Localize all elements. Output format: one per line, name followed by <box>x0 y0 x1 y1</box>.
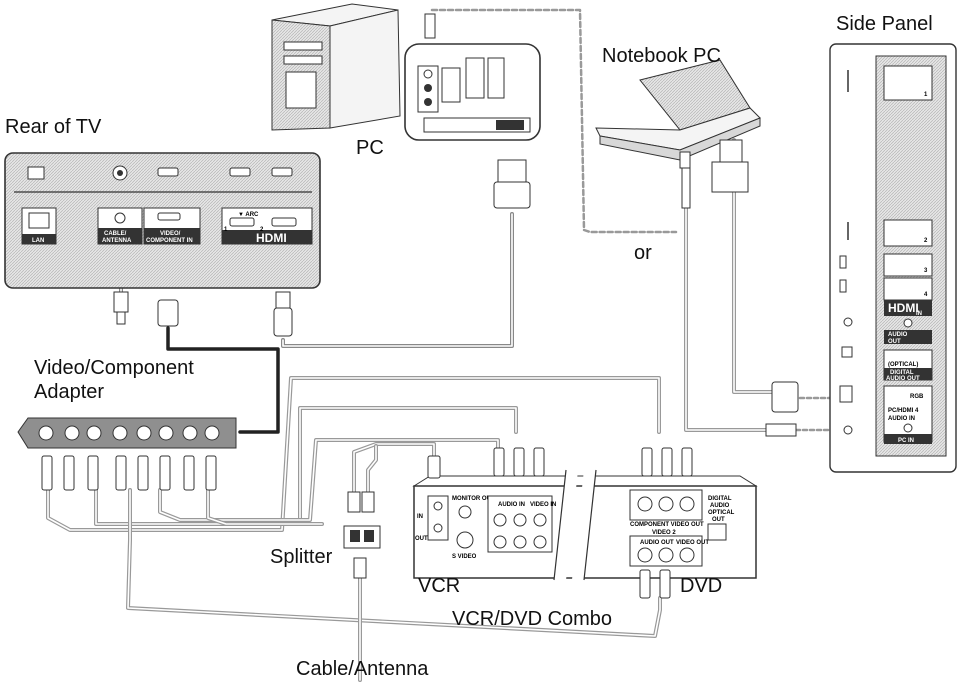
vcr-audio-in-label: AUDIO IN <box>498 502 525 508</box>
pc-in-label: PC IN <box>898 438 914 444</box>
vcr-out-label: OUT <box>415 536 428 542</box>
digital-audio-out-label-4: OUT <box>712 517 725 523</box>
adapter-to-vcr-cables <box>46 376 662 638</box>
s-video-label: S VIDEO <box>452 554 477 560</box>
side-panel-label: Side Panel <box>836 13 933 35</box>
optical-label-1: (OPTICAL) <box>888 362 918 368</box>
hdmi-logo: HDMI <box>256 231 287 245</box>
splitter-cables <box>352 442 436 682</box>
side-hdmi-3-number: 3 <box>924 268 928 274</box>
component-video-out-label: COMPONENT VIDEO OUT <box>630 522 704 528</box>
video-component-label-2: COMPONENT IN <box>146 238 193 244</box>
side-usb-2-number: 2 <box>924 238 928 244</box>
component-adapter <box>17 417 237 491</box>
vcr-in-label: IN <box>417 514 423 520</box>
adapter-label-line1: Video/Component <box>34 357 194 379</box>
adapter-label-line2: Adapter <box>34 381 105 403</box>
dvi-plug <box>493 159 531 209</box>
optical-label-3: AUDIO OUT <box>886 376 920 382</box>
audio-out-label-2: OUT <box>888 339 901 345</box>
cable-antenna-label-2: ANTENNA <box>102 238 132 244</box>
vcr-dvd-combo-label: VCR/DVD Combo <box>452 608 613 630</box>
optical-label-2: DIGITAL <box>890 370 914 376</box>
side-panel-plugs <box>765 381 799 437</box>
side-usb-1-number: 1 <box>924 92 928 98</box>
pc-hdmi-audio-label-2: AUDIO IN <box>888 416 915 422</box>
pc-label: PC <box>356 137 384 159</box>
pc-rear-panel <box>404 13 541 141</box>
vcr-dvd-combo: IN OUT MONITOR OUT S VIDEO AUDIO IN VIDE… <box>412 469 758 581</box>
vcr-label: VCR <box>418 575 461 597</box>
digital-audio-out-label-2: AUDIO <box>710 503 730 509</box>
hdmi-port-2-number: 2 <box>260 227 264 233</box>
cables <box>46 8 852 682</box>
hdmi-port-1-number: 1 <box>224 227 228 233</box>
tv-plugs <box>113 291 293 337</box>
notebook-pc-label: Notebook PC <box>602 45 721 67</box>
pc-hdmi-audio-label-1: PC/HDMI 4 <box>888 408 919 414</box>
rear-of-tv-label: Rear of TV <box>5 116 102 138</box>
cable-antenna-label-1: CABLE/ <box>104 231 127 237</box>
cable-antenna-label: Cable/Antenna <box>296 658 429 680</box>
pc-dashed-feed <box>430 8 678 234</box>
vcr-video-in-label: VIDEO IN <box>530 502 556 508</box>
notebook-pc <box>595 59 761 209</box>
digital-audio-out-label-1: DIGITAL <box>708 496 732 502</box>
splitter-label: Splitter <box>270 546 333 568</box>
video-component-label-1: VIDEO/ <box>160 231 181 237</box>
arc-label: ▼ ARC <box>238 212 259 218</box>
combo-rca-plugs <box>427 447 693 599</box>
digital-audio-out-label-3: OPTICAL <box>708 510 735 516</box>
dvd-video-out-label: VIDEO OUT <box>676 540 709 546</box>
splitter <box>343 491 381 579</box>
or-label: or <box>634 242 652 264</box>
lan-label: LAN <box>32 238 44 244</box>
notebook-to-side-cables <box>684 138 778 432</box>
side-hdmi-4-number: 4 <box>924 292 928 298</box>
side-hdmi-in: IN <box>916 311 922 317</box>
audio-out-label-1: AUDIO <box>888 332 908 338</box>
video-2-label: VIDEO 2 <box>652 530 676 536</box>
monitor-out-label: MONITOR OUT <box>452 496 495 502</box>
tv-rear-panel: LAN CABLE/ ANTENNA VIDEO/ COMPONENT IN ▼… <box>4 152 321 289</box>
side-hdmi-logo: HDMI <box>888 301 919 315</box>
dvd-audio-out-label: AUDIO OUT <box>640 540 674 546</box>
dvd-label: DVD <box>680 575 723 597</box>
rgb-label: RGB <box>910 394 924 400</box>
pc-tower <box>271 3 401 131</box>
side-panel: 1 2 3 4 HDMI IN AUDIO OUT (OPTICAL) DIGI… <box>829 43 957 473</box>
component-adapter-cable <box>166 326 280 434</box>
